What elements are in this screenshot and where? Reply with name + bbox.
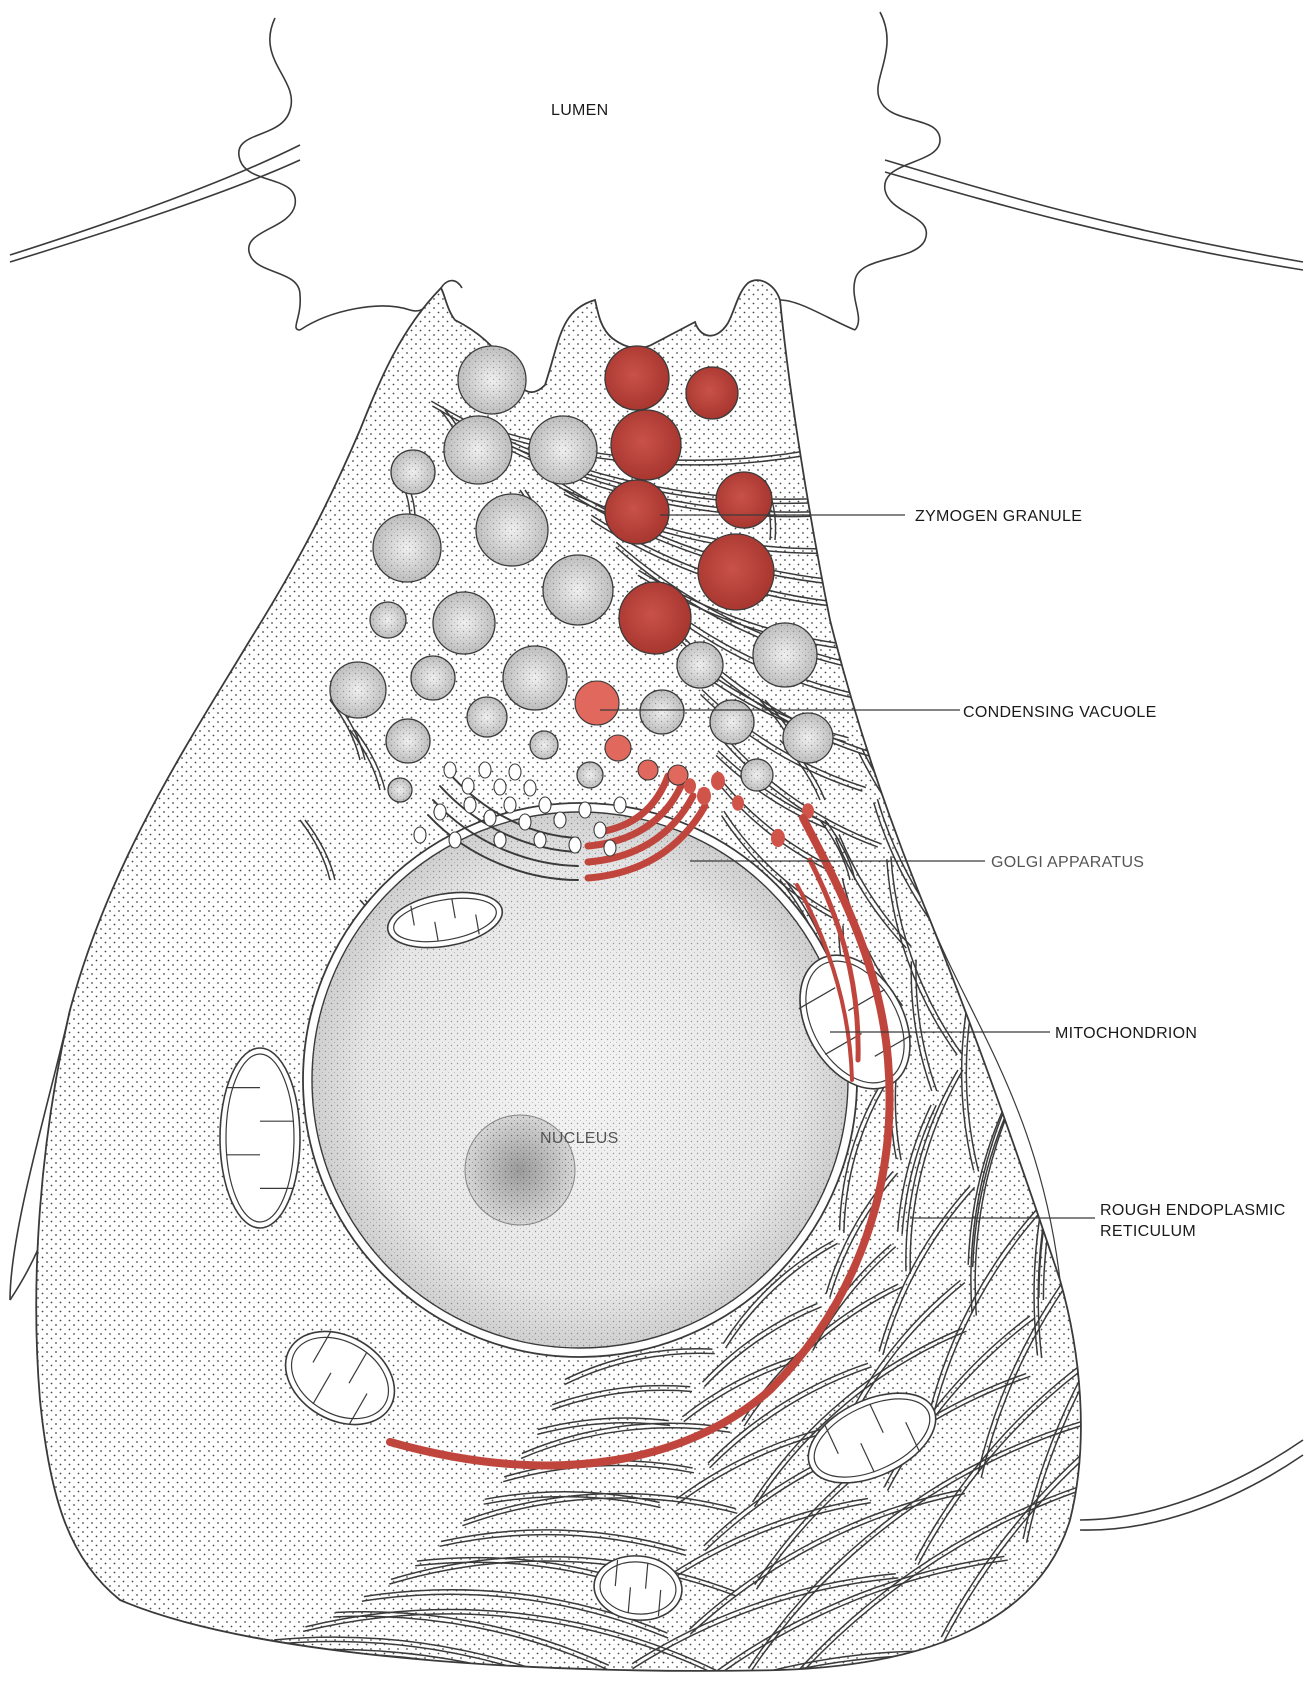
small-vesicle [449,832,461,848]
er-cisterna [869,656,1023,822]
er-cisterna [893,524,1151,794]
er-cisterna [1157,815,1214,1188]
zymogen-granule [619,582,691,654]
er-cisterna [1109,1058,1165,1331]
mitochondrion-icon [220,1048,300,1228]
er-cisterna [1095,985,1184,1399]
small-vesicle [504,797,516,813]
er-cisterna [1034,934,1056,1180]
rough-er-label-line2: RETICULUM [1100,1221,1313,1242]
er-cisterna [1153,943,1256,1443]
zymogen-granule [716,472,772,528]
er-cisterna [899,712,1039,915]
small-vesicle [534,832,546,848]
small-vesicle [569,837,581,853]
condensing-vacuole [638,760,658,780]
er-cisterna [832,460,1105,665]
small-vesicle [604,840,616,856]
er-cisterna [960,600,1180,960]
mitochondrion-label: MITOCHONDRION [1055,1023,1197,1044]
lumen-label: LUMEN [551,100,609,121]
er-cisterna [963,596,1185,959]
zymogen-granule-label: ZYMOGEN GRANULE [915,506,1082,527]
small-vesicle [539,797,551,813]
zymogen-granule [686,367,738,419]
red-vesicle [684,778,696,794]
er-cisterna [905,618,1099,858]
er-cisterna [1029,935,1051,1179]
zymogen-granule [611,410,681,480]
er-cisterna [978,905,1015,1078]
small-vesicle [479,762,491,778]
small-vesicle [594,822,606,838]
rough-er-label-line1: ROUGH ENDOPLASMIC [1100,1200,1313,1221]
small-vesicle [524,780,536,796]
small-vesicle [434,804,446,820]
er-cisterna [1152,817,1209,1187]
small-vesicle [484,810,496,826]
red-vesicle [697,787,711,805]
red-vesicle [771,829,785,847]
er-cisterna [1081,767,1169,1034]
er-cisterna [830,465,1100,668]
small-vesicle [414,827,426,843]
golgi-apparatus-label: GOLGI APPARATUS [991,852,1144,873]
er-cisterna [1077,770,1164,1035]
er-cisterna [1157,942,1261,1445]
small-vesicle [444,762,456,778]
small-vesicle [614,797,626,813]
er-cisterna [1179,1031,1242,1364]
red-vesicle [711,772,725,790]
er-cisterna [1117,689,1240,1004]
er-cisterna [1121,686,1245,1003]
small-vesicle [464,797,476,813]
er-cisterna [867,661,1020,825]
er-cisterna [1114,1058,1171,1333]
condensing-vacuole [575,681,619,725]
er-cisterna [952,690,1112,998]
zymogen-granule [605,346,669,410]
er-cisterna [949,694,1108,999]
small-vesicle [579,802,591,818]
er-cisterna [902,622,1094,859]
er-cisterna [1183,1030,1247,1365]
condensing-vacuole-label: CONDENSING VACUOLE [963,702,1157,723]
small-vesicle [462,778,474,794]
small-vesicle [494,779,506,795]
small-vesicle [554,812,566,828]
zymogen-granule [698,534,774,610]
rough-er-label: ROUGH ENDOPLASMIC RETICULUM [1100,1200,1313,1242]
nucleus [303,803,857,1357]
small-vesicle [494,832,506,848]
er-cisterna [1099,984,1189,1402]
er-cisterna [895,520,1155,792]
zymogen-granule [605,480,669,544]
small-vesicle [519,814,531,830]
condensing-vacuole [605,735,631,761]
small-vesicle [509,764,521,780]
nucleus-label: NUCLEUS [540,1128,619,1149]
red-vesicle [732,795,744,811]
